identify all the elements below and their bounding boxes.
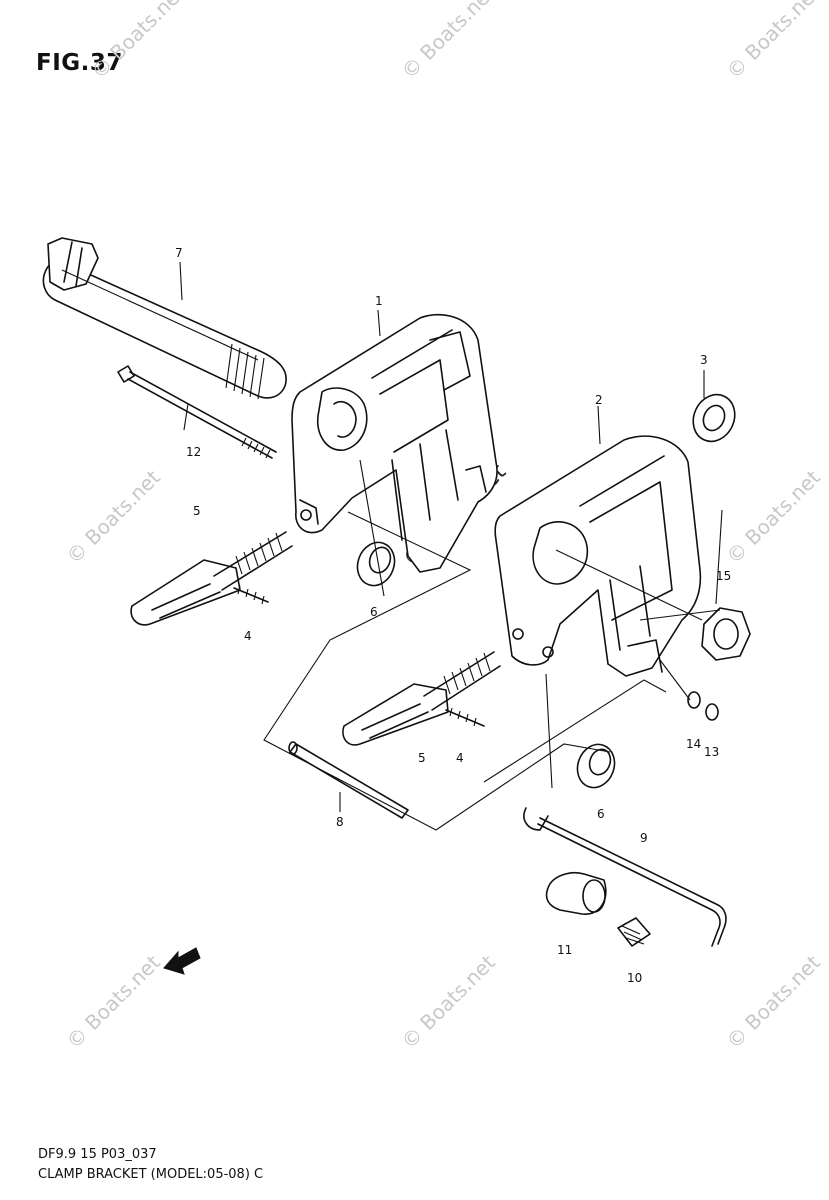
part-label-7: 7 xyxy=(175,246,183,260)
part-labels: 7 1 2 3 12 5 6 4 15 14 13 5 4 8 6 9 11 1… xyxy=(175,246,731,985)
part-label-11: 11 xyxy=(557,943,572,957)
watermark: © Boats.net xyxy=(722,0,825,84)
part-label-2: 2 xyxy=(595,393,603,407)
part-1-left-clamp-bracket xyxy=(291,313,498,573)
watermark: © Boats.net xyxy=(62,465,165,568)
part-label-12: 12 xyxy=(186,445,201,459)
part-6-cap-upper xyxy=(356,541,396,587)
part-2-right-clamp-bracket xyxy=(494,435,702,677)
part-14-washer xyxy=(687,691,701,709)
part-label-4-upper: 4 xyxy=(244,629,252,643)
watermark: © Boats.net xyxy=(397,950,500,1053)
part-label-5-lower: 5 xyxy=(418,751,426,765)
watermark: © Boats.net xyxy=(62,950,165,1053)
part-5-lever-upper xyxy=(130,531,293,626)
part-11-sleeve xyxy=(545,872,607,915)
part-label-6-lower: 6 xyxy=(597,807,605,821)
part-4-pin-upper xyxy=(233,585,269,605)
part-9-tilt-rod xyxy=(523,807,727,947)
footer-caption: CLAMP BRACKET (MODEL:05-08) C xyxy=(38,1167,264,1182)
part-label-8: 8 xyxy=(336,815,344,829)
part-label-13: 13 xyxy=(704,745,719,759)
part-label-9: 9 xyxy=(640,831,648,845)
part-label-6-upper: 6 xyxy=(370,605,378,619)
part-7-clamp-shaft xyxy=(42,237,287,400)
part-6-cap-lower xyxy=(576,743,616,789)
assembly-lines xyxy=(263,459,723,831)
part-10-spring xyxy=(617,917,651,947)
watermark: © Boats.net xyxy=(722,465,825,568)
part-label-4-lower: 4 xyxy=(456,751,464,765)
figure-title: FIG.37 xyxy=(36,50,123,76)
part-label-14: 14 xyxy=(686,737,701,751)
footer-model-code: DF9.9 15 P03_037 xyxy=(38,1147,157,1162)
watermark: © Boats.net xyxy=(87,0,190,84)
part-4-pin-lower xyxy=(445,707,485,727)
part-13-nut-small xyxy=(705,703,719,721)
part-label-3: 3 xyxy=(700,353,708,367)
part-label-5-upper: 5 xyxy=(193,504,201,518)
part-15-nut xyxy=(701,607,751,661)
part-12-bolt xyxy=(117,365,277,459)
part-label-10: 10 xyxy=(627,971,642,985)
leader-lines xyxy=(179,261,705,812)
forward-arrow-icon xyxy=(163,947,201,975)
part-label-15: 15 xyxy=(716,569,731,583)
part-label-1: 1 xyxy=(375,294,383,308)
part-3-bushing xyxy=(692,393,736,443)
watermark: © Boats.net xyxy=(397,0,500,84)
watermark: © Boats.net xyxy=(722,950,825,1053)
part-5-lever-lower xyxy=(342,651,501,746)
